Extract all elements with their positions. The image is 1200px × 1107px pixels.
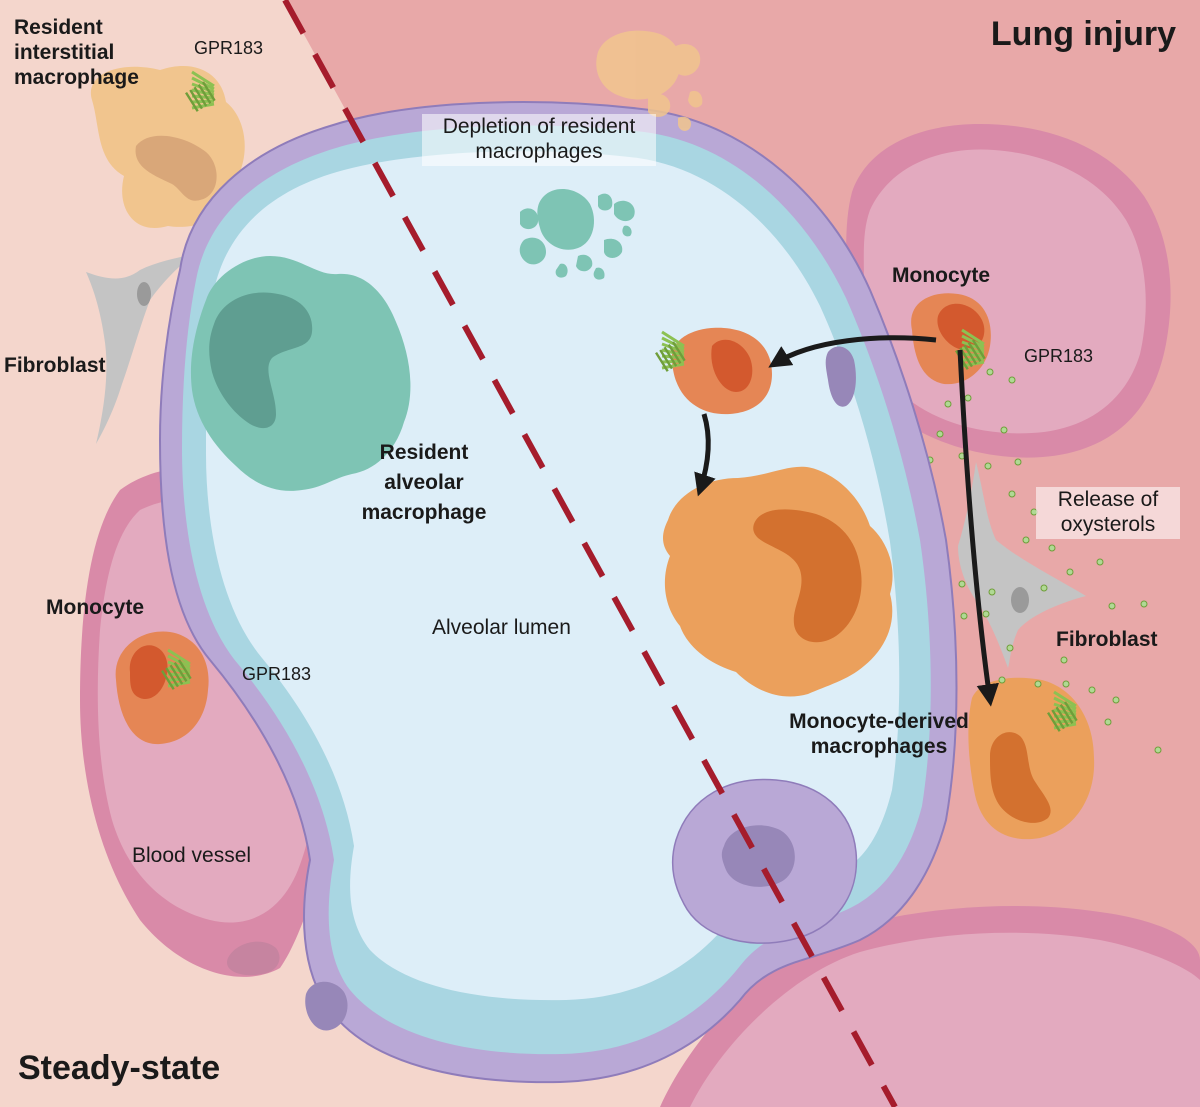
resident-alveolar-macrophage-nucleus [209, 292, 313, 429]
fibroblast-left-cell [86, 254, 194, 444]
alveolar-wall-cell-right-nucleus [825, 346, 856, 407]
gpr183-label-top: GPR183 [194, 38, 264, 58]
fibroblast-left-label: Fibroblast [4, 354, 106, 377]
arrow-monocyte-differentiation [694, 413, 716, 497]
fibroblast-right-nucleus [1011, 587, 1029, 613]
arrow-monocyte-to-tissue [957, 349, 999, 707]
alveolar-wall-cell-bottom-nucleus [721, 825, 795, 887]
steady-state-title: Steady-state [18, 1049, 221, 1087]
fibroblast-right-cell [958, 462, 1086, 668]
arrow-monocyte-to-alveolus [768, 335, 937, 368]
alveolar-wall-cell-bottom-left-nucleus [305, 981, 348, 1031]
monocyte-left-nucleus [129, 645, 168, 700]
monocyte-right-nucleus [937, 303, 985, 351]
fibroblast-left-nucleus [137, 282, 151, 306]
lung-injury-title: Lung injury [990, 15, 1176, 53]
resident-interstitial-macrophage-label: Resident interstitial macrophage [14, 16, 139, 89]
monocyte-derived-macrophage-right-nucleus [990, 732, 1051, 823]
depletion-of-resident-macrophages-label: Depletion of resident macrophages [422, 114, 656, 166]
depleted-interstitial-macrophage-remnants [596, 30, 703, 131]
release-of-oxysterols-label: Release of oxysterols [1036, 487, 1180, 539]
blood-vessel-label: Blood vessel [132, 844, 252, 867]
alveolar-lumen-label: Alveolar lumen [432, 616, 571, 639]
monocyte-entering-nucleus [711, 339, 753, 392]
depleted-macrophage-fragments [519, 189, 635, 280]
monocyte-derived-macrophage-large-nucleus [753, 509, 862, 643]
gpr183-label-left: GPR183 [242, 664, 312, 684]
monocyte-derived-macrophages-label: Monocyte-derived macrophages [789, 710, 969, 758]
resident-alveolar-macrophage-label: Resident alveolar macrophage [361, 441, 487, 524]
fibroblast-right-label: Fibroblast [1056, 628, 1158, 651]
blood-vessel-right-bottom-inner [690, 932, 1200, 1107]
blood-vessel-left-endothelial-nucleus [226, 941, 280, 976]
interstitial-macrophage-nucleus [135, 135, 217, 201]
steady-state-injury-divider [282, 0, 898, 1107]
monocyte-right-label: Monocyte [892, 264, 991, 287]
monocyte-left-label: Monocyte [46, 596, 145, 619]
gpr183-label-right: GPR183 [1024, 346, 1094, 366]
